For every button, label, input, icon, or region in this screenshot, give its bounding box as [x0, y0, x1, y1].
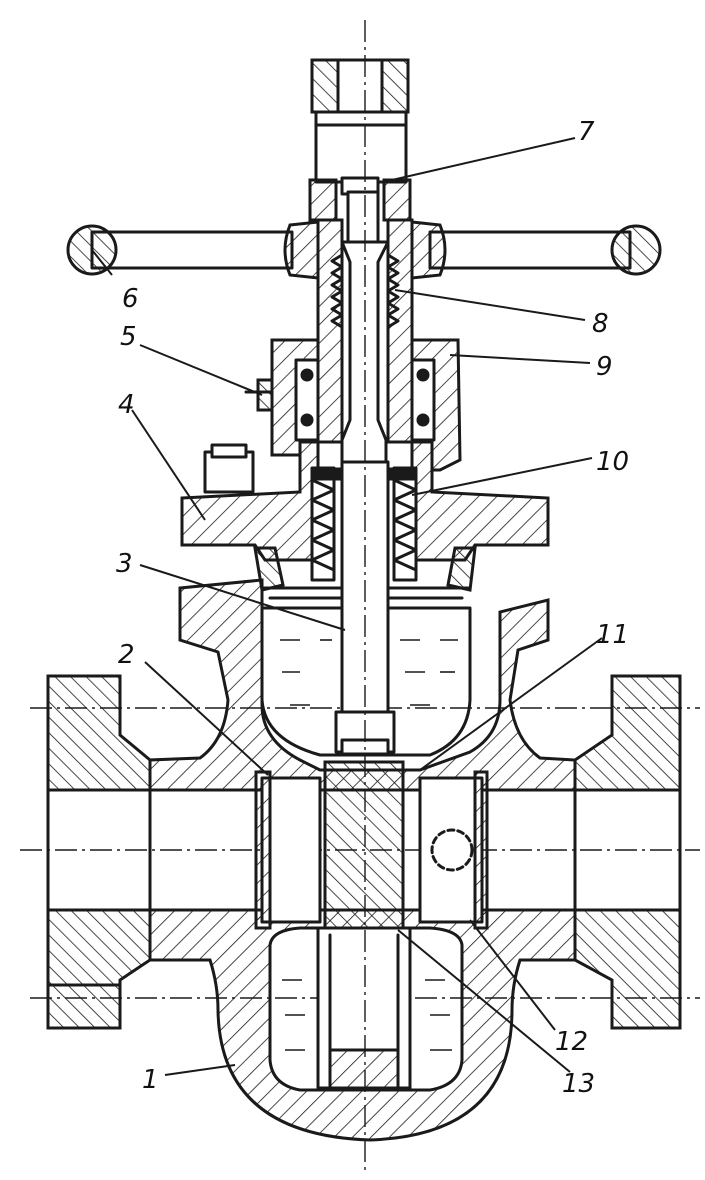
seat-rings: [254, 770, 489, 930]
gland-housing: [244, 338, 462, 472]
callout-2: 2: [118, 640, 135, 670]
callout-12: 12: [555, 1027, 588, 1057]
lubricant-fill: [280, 639, 458, 1051]
left-flange: [46, 674, 152, 1030]
callout-3: 3: [116, 549, 133, 579]
callout-8: 8: [592, 309, 609, 339]
callout-11: 11: [596, 620, 629, 650]
stem: [334, 190, 396, 756]
callout-labels: 1 2 3 4 5 6 7 8 9 10 11 12 13: [116, 117, 629, 1099]
callout-5: 5: [120, 322, 137, 352]
callout-7: 7: [578, 117, 595, 147]
handle: [66, 220, 662, 280]
callout-9: 9: [596, 352, 613, 382]
callout-6: 6: [122, 284, 139, 314]
callout-4: 4: [118, 390, 135, 420]
leader-lines: [91, 137, 603, 1076]
threaded-sleeve: [316, 218, 414, 444]
callout-1: 1: [142, 1065, 159, 1095]
spring-packing: [310, 466, 418, 582]
right-flange: [573, 674, 682, 1030]
callout-10: 10: [596, 447, 629, 477]
gate: [316, 760, 412, 1092]
top-cap: [308, 58, 412, 222]
callout-13: 13: [562, 1069, 595, 1099]
